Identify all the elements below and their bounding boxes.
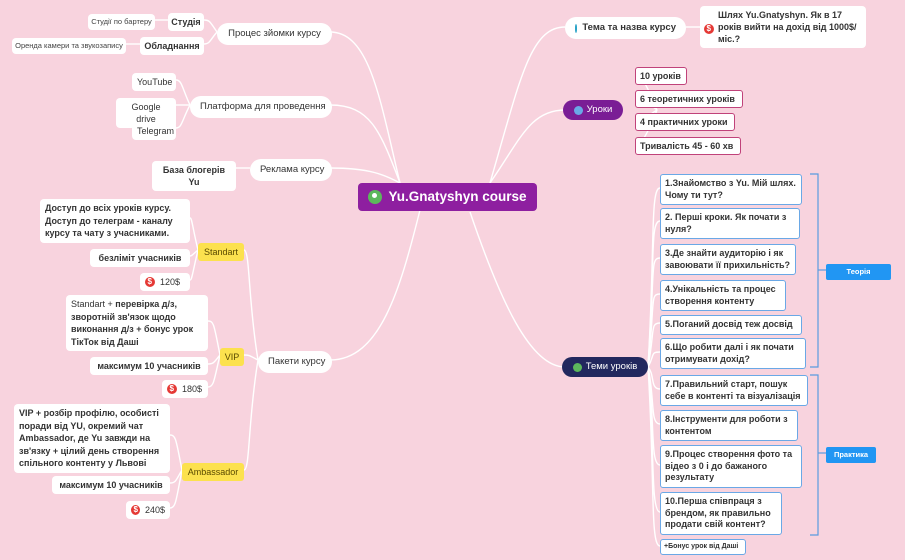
vip-limit[interactable]: максимум 10 учасників	[90, 357, 208, 375]
topic-item-1[interactable]: 1.Знайомство з Yu. Мій шлях. Чому ти тут…	[660, 174, 802, 205]
topic-item-10[interactable]: 10.Перша співпраця з брендом, як правиль…	[660, 492, 782, 535]
target-icon	[572, 362, 582, 372]
filming-equipment-note[interactable]: Оренда камери та звукозапису	[12, 38, 126, 54]
ambassador-price[interactable]: 240$	[126, 501, 170, 519]
topic-bonus[interactable]: +Бонус урок від Даші	[660, 539, 746, 555]
package-standart[interactable]: Standart	[198, 243, 244, 261]
topic-item-5[interactable]: 5.Поганий досвід теж досвід	[660, 315, 802, 335]
topic-item-4[interactable]: 4.Унікальність та процес створення конте…	[660, 280, 786, 311]
package-ambassador[interactable]: Ambassador	[182, 463, 244, 481]
standart-price[interactable]: 120$	[140, 273, 190, 291]
vip-description[interactable]: Standart + перевірка д/з, зворотній зв'я…	[66, 295, 208, 351]
topic-item-7[interactable]: 7.Правильний старт, пошук себе в контент…	[660, 375, 808, 406]
filming-studio-note[interactable]: Студії по бартеру	[88, 14, 155, 30]
branch-filming[interactable]: Процес зйомки курсу	[217, 23, 332, 45]
branch-lessons[interactable]: Уроки	[563, 100, 623, 120]
topic-item-9[interactable]: 9.Процес створення фото та відео з 0 і д…	[660, 445, 802, 488]
platform-telegram[interactable]: Telegram	[132, 122, 176, 140]
link-center-lessons	[489, 109, 566, 184]
theory-bracket	[810, 173, 819, 368]
standart-limit[interactable]: безліміт учасників	[90, 249, 190, 267]
filming-studio[interactable]: Студія	[168, 13, 204, 31]
plus-circle-icon	[575, 23, 578, 33]
branch-platform[interactable]: Платформа для проведення	[190, 96, 332, 118]
branch-ads[interactable]: Реклама курсу	[250, 159, 332, 181]
ads-bloggers[interactable]: База блогерів Yu	[152, 161, 236, 191]
link-center-topics	[469, 211, 566, 368]
vip-price[interactable]: 180$	[162, 380, 208, 398]
topic-item-8[interactable]: 8.Інструменти для роботи з контентом	[660, 410, 798, 441]
clock-icon	[573, 105, 583, 115]
tag-practice[interactable]: Практика	[826, 447, 876, 463]
dollar-coin-icon	[145, 276, 155, 288]
standart-description[interactable]: Доступ до всіх уроків курсу. Доступ до т…	[40, 199, 190, 243]
link-center-packages	[329, 209, 421, 361]
filming-equipment[interactable]: Обладнання	[140, 37, 204, 55]
link-center-filming	[329, 31, 401, 184]
ambassador-limit[interactable]: максимум 10 учасників	[52, 476, 170, 494]
branch-packages[interactable]: Пакети курсу	[258, 351, 332, 373]
branch-filming-label: Процес зйомки курсу	[228, 28, 321, 39]
link-center-platform	[329, 104, 401, 184]
practice-bracket	[810, 374, 819, 536]
lesson-stat-theory[interactable]: 6 теоретичних уроків	[635, 90, 743, 108]
topic-item-6[interactable]: 6.Що робити далі і як почати отримувати …	[660, 338, 806, 369]
ambassador-description[interactable]: VIP + розбір профілю, особисті поради ві…	[14, 404, 170, 473]
user-circle-icon	[368, 190, 383, 204]
branch-topic[interactable]: Тема та назва курсу	[565, 17, 686, 39]
central-topic[interactable]: Yu.Gnatyshyn course	[358, 183, 537, 211]
lesson-stat-count[interactable]: 10 уроків	[635, 67, 687, 85]
topic-item-2[interactable]: 2. Перші кроки. Як почати з нуля?	[660, 208, 800, 239]
lesson-stat-duration[interactable]: Тривалість 45 - 60 хв	[635, 137, 741, 155]
branch-lesson-topics[interactable]: Теми уроків	[562, 357, 648, 377]
link-center-topic	[489, 26, 566, 184]
tag-theory[interactable]: Теорія	[826, 264, 891, 280]
course-title[interactable]: Шлях Yu.Gnatyshyn. Як в 17 років вийти н…	[700, 6, 866, 48]
package-vip[interactable]: VIP	[220, 348, 244, 366]
link-center-ads	[329, 167, 401, 184]
dollar-coin-icon	[131, 504, 140, 516]
dollar-coin-icon	[167, 383, 177, 395]
platform-youtube[interactable]: YouTube	[132, 73, 176, 91]
platform-google-drive[interactable]: Google drive	[116, 98, 176, 128]
dollar-coin-icon	[704, 23, 714, 35]
central-topic-label: Yu.Gnatyshyn course	[388, 189, 527, 204]
topic-item-3[interactable]: 3.Де знайти аудиторію і як завоювати її …	[660, 244, 796, 275]
lesson-stat-practice[interactable]: 4 практичних уроки	[635, 113, 735, 131]
